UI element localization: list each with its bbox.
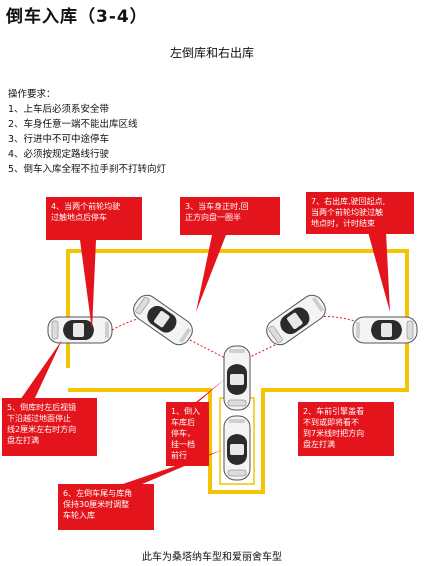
requirements-list: 操作要求： 1、上车后必须系安全带 2、车身任意一端不能出库区线 3、行进中不可… bbox=[8, 87, 166, 177]
path-arrow bbox=[189, 339, 226, 359]
requirement-item: 2、车身任意一端不能出库区线 bbox=[8, 119, 138, 130]
car-start bbox=[47, 316, 113, 344]
car-end bbox=[352, 316, 418, 344]
page-subtitle: 左倒库和右出库 bbox=[169, 46, 254, 60]
car-mid bbox=[223, 345, 251, 411]
callout-pointer bbox=[80, 240, 96, 330]
callout-step-6: 6、左倒车尾与库角 保持30厘米时调整 车轮入库 bbox=[58, 484, 154, 530]
car-in-garage bbox=[223, 415, 251, 481]
footer-note: 此车为桑塔纳车型和爱丽舍车型 bbox=[142, 552, 282, 563]
page-title: 倒车入库（3-4） bbox=[6, 7, 148, 27]
car-stop-point bbox=[128, 290, 198, 350]
callout-step-4: 4、当两个前轮均驶 过触地点后停车 bbox=[46, 197, 142, 240]
requirement-item: 4、必须按规定路线行驶 bbox=[8, 149, 110, 160]
callout-step-2: 2、车前引擎盖看 不到或即将看不 到7米线时把方向 盘左打满 bbox=[298, 402, 394, 456]
requirement-item: 5、倒车入库全程不拉手刹不打转向灯 bbox=[8, 164, 167, 175]
requirements-heading: 操作要求： bbox=[8, 89, 56, 100]
requirement-item: 3、行进中不可中途停车 bbox=[8, 134, 110, 145]
callout-pointer bbox=[196, 235, 226, 312]
car-exit bbox=[261, 290, 331, 350]
path-arrow bbox=[247, 339, 286, 359]
callout-step-3: 3、当车身正时,回 正方向盘一圈半 bbox=[180, 197, 280, 235]
callout-pointer bbox=[20, 340, 62, 400]
callout-step-7: 7、右出库,驶回起点, 当两个前轮均驶过触 地点时，计时结束 bbox=[306, 192, 414, 234]
callout-pointer bbox=[368, 232, 390, 312]
callout-step-5: 5、倒库时左后视镜 下沿越过地面停止 线2厘米左右时方向 盘左打满 bbox=[2, 398, 97, 456]
course-boundary bbox=[66, 249, 409, 494]
callout-step-1: 1、倒入 车库后 停车， 挂一档 前行 bbox=[166, 402, 209, 466]
requirement-item: 1、上车后必须系安全带 bbox=[8, 104, 110, 115]
